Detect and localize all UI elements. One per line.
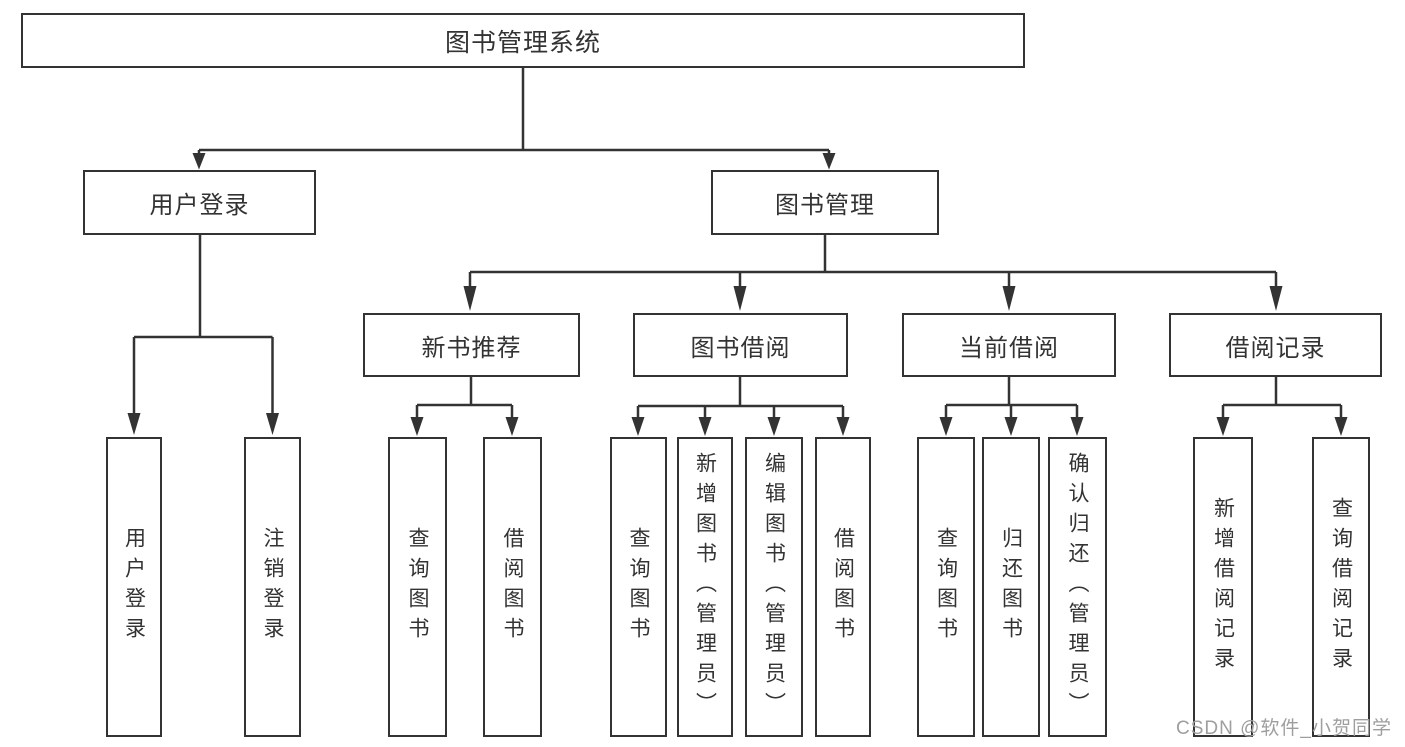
leaf-label: 用户登录 — [122, 527, 146, 647]
csdn-watermark: CSDN @软件_小贺同学 — [1176, 718, 1392, 739]
node-user-login: 用户登录 — [83, 170, 316, 235]
leaf-borrow-book: 借阅图书 — [815, 437, 871, 737]
node-label: 图书借阅 — [690, 334, 791, 362]
node-current-borrow: 当前借阅 — [902, 313, 1116, 377]
leaf-edit-book-admin: 编辑图书（管理员） — [745, 437, 803, 737]
node-new-book-recommend: 新书推荐 — [363, 313, 580, 377]
leaf-query-borrow-record: 查询借阅记录 — [1312, 437, 1370, 737]
leaf-label: 归还图书 — [999, 527, 1023, 647]
leaf-label: 注销登录 — [261, 527, 285, 647]
node-label: 图书管理 — [775, 192, 875, 219]
node-book-management: 图书管理 — [711, 170, 939, 235]
leaf-user-login: 用户登录 — [106, 437, 162, 737]
leaf-return-book: 归还图书 — [982, 437, 1040, 737]
leaf-label: 新增图书（管理员） — [693, 452, 717, 722]
leaf-borrow-query-book: 查询图书 — [610, 437, 667, 737]
leaf-label: 确认归还（管理员） — [1066, 452, 1090, 722]
arrowheads — [127, 153, 1348, 436]
leaf-label: 借阅图书 — [831, 527, 855, 647]
leaf-label: 新增借阅记录 — [1211, 497, 1235, 677]
leaf-label: 查询借阅记录 — [1329, 497, 1353, 677]
node-label: 图书管理系统 — [444, 28, 601, 57]
leaf-label: 编辑图书（管理员） — [762, 452, 786, 722]
leaf-label: 查询图书 — [934, 527, 958, 647]
leaf-recommend-query-book: 查询图书 — [388, 437, 447, 737]
leaf-label: 查询图书 — [406, 527, 430, 647]
node-label: 新书推荐 — [421, 334, 522, 362]
leaf-add-book-admin: 新增图书（管理员） — [677, 437, 733, 737]
connector-paths — [132, 68, 1343, 418]
node-library-management-system: 图书管理系统 — [21, 13, 1025, 68]
leaf-label: 借阅图书 — [501, 527, 525, 647]
node-label: 当前借阅 — [959, 334, 1059, 362]
node-book-borrow: 图书借阅 — [633, 313, 848, 377]
leaf-current-query-book: 查询图书 — [917, 437, 975, 737]
node-label: 借阅记录 — [1225, 334, 1326, 362]
leaf-recommend-borrow-book: 借阅图书 — [483, 437, 542, 737]
leaf-confirm-return-admin: 确认归还（管理员） — [1048, 437, 1107, 737]
leaf-label: 查询图书 — [627, 527, 651, 647]
node-label: 用户登录 — [149, 192, 250, 219]
node-borrow-records: 借阅记录 — [1169, 313, 1382, 377]
leaf-logout-login: 注销登录 — [244, 437, 301, 737]
leaf-add-borrow-record: 新增借阅记录 — [1193, 437, 1253, 737]
